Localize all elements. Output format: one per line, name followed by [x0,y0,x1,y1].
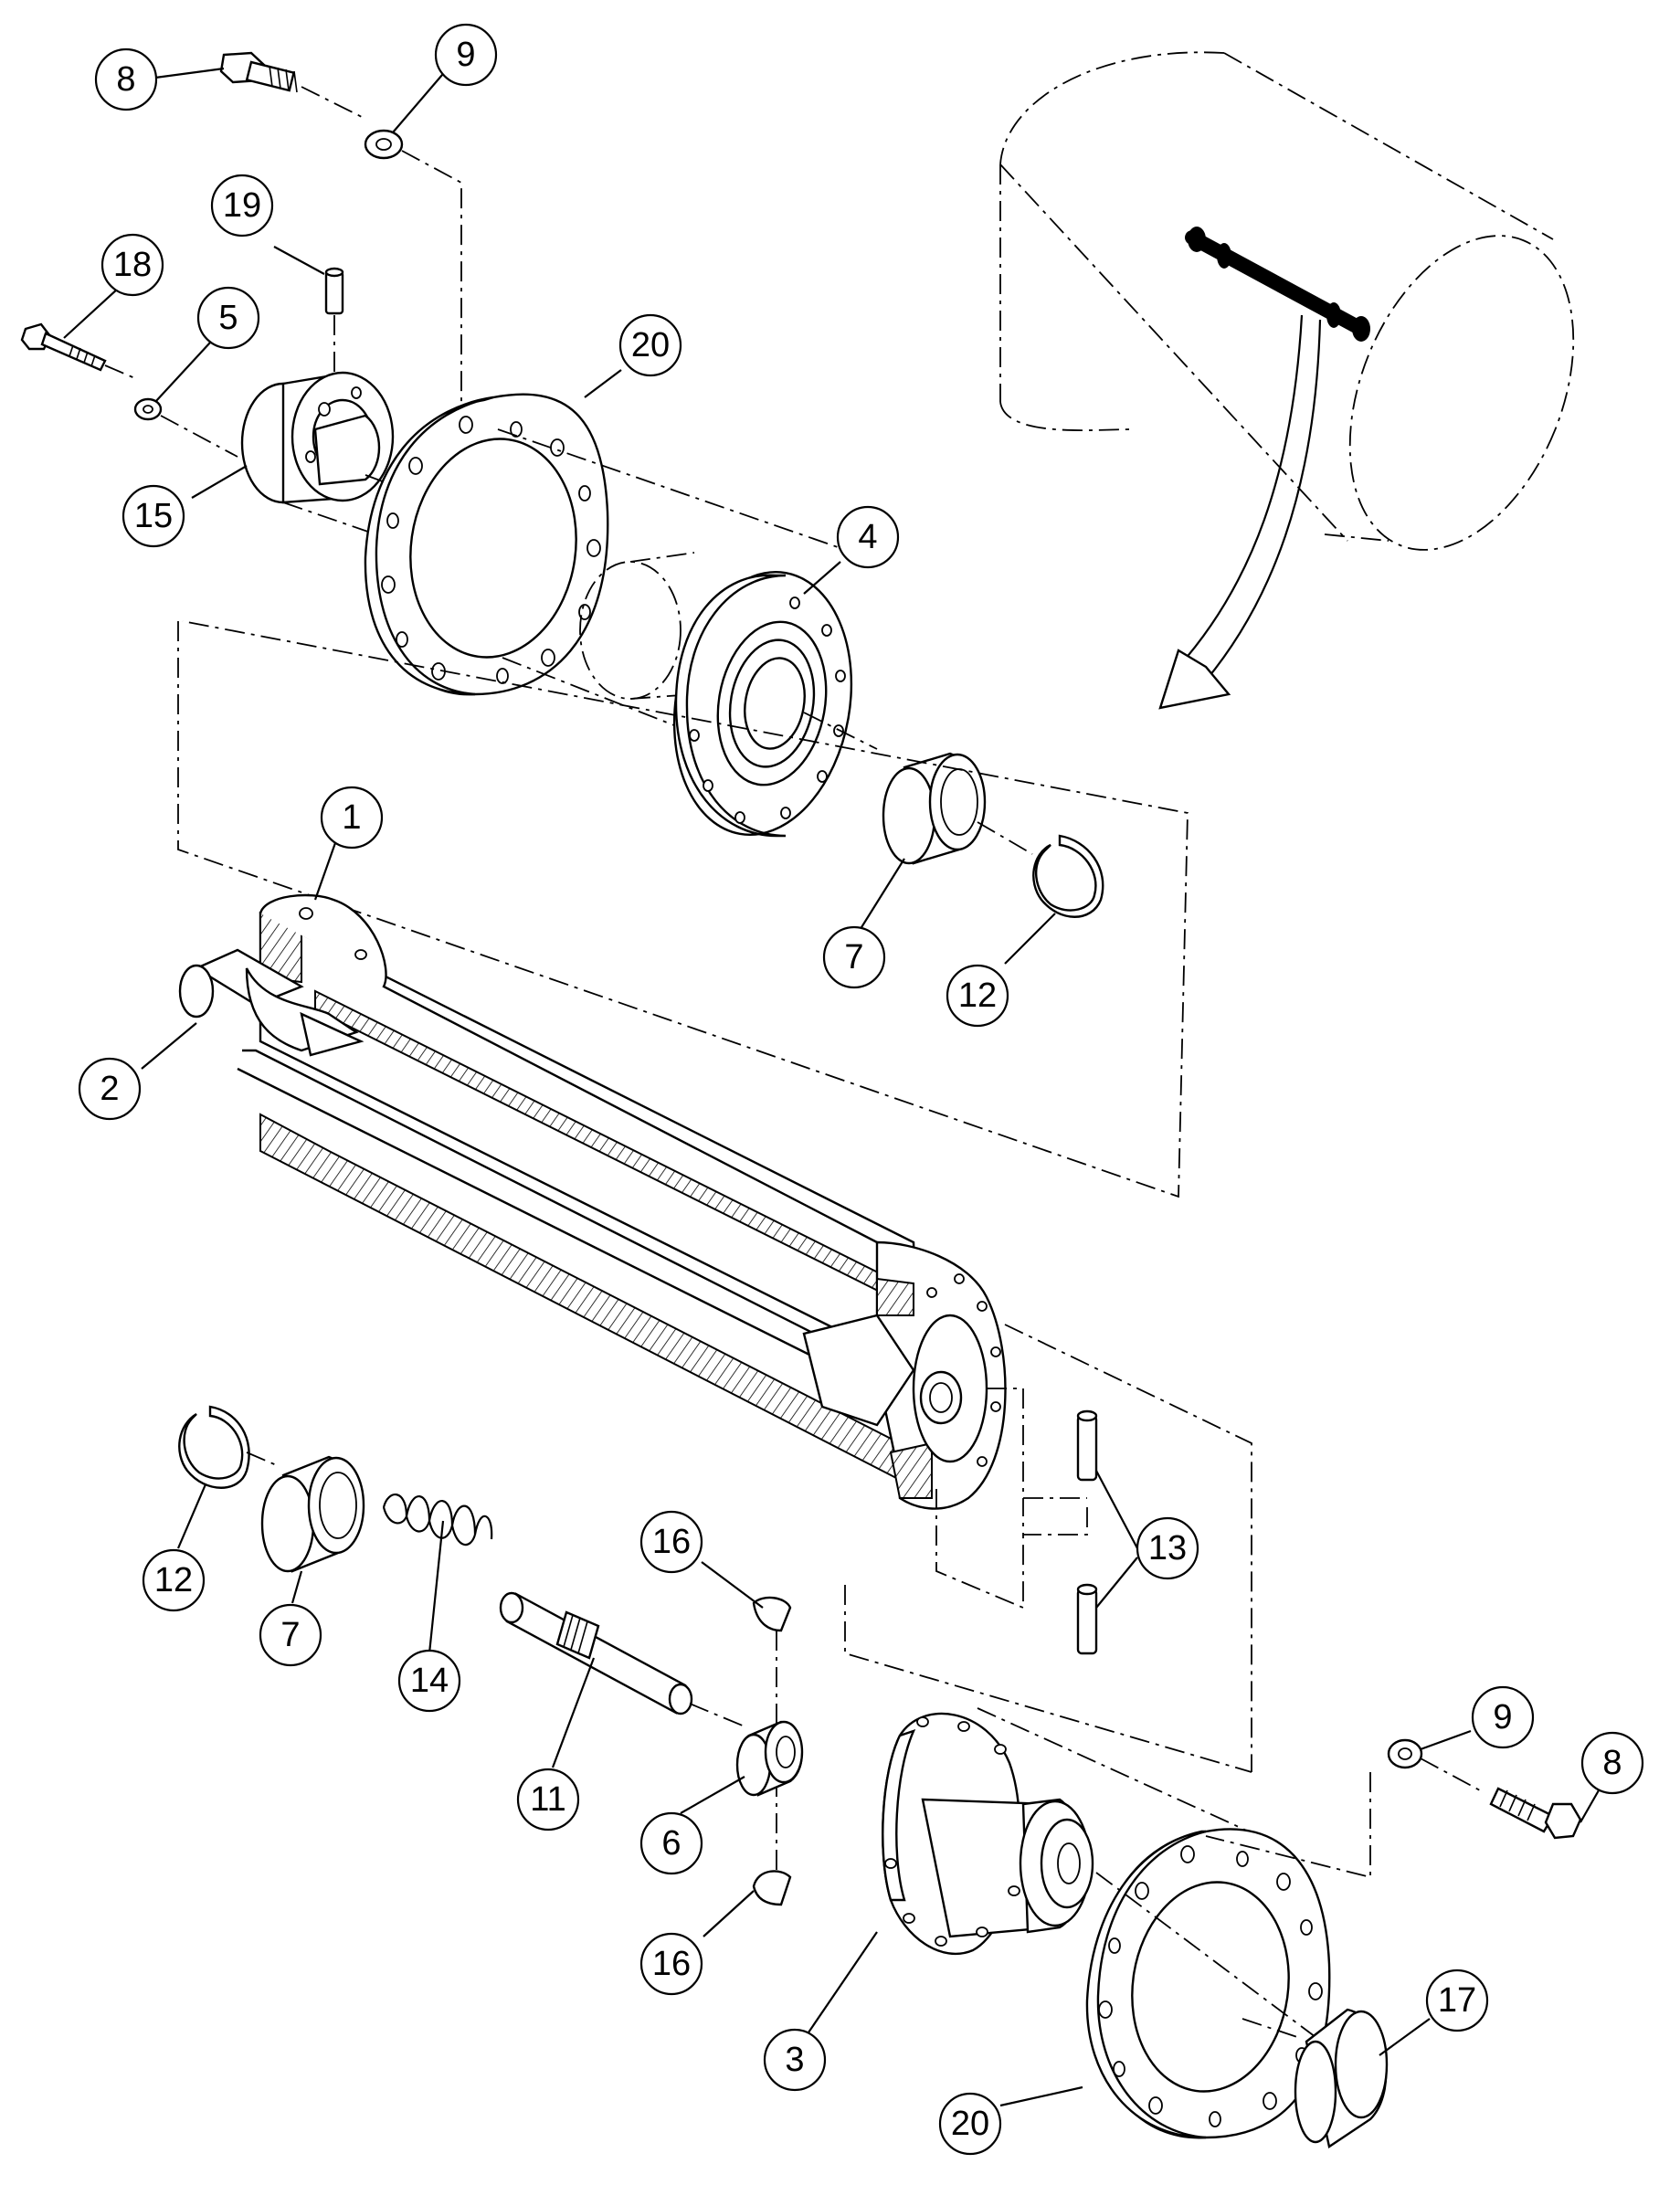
callout-18: 18 [100,233,164,297]
callout-16-bottom: 16 [639,1932,703,1996]
callout-label: 19 [223,186,261,225]
callout-label: 1 [342,798,361,837]
part-7-bearing-top [882,752,987,865]
callout-14: 14 [397,1649,461,1713]
drum-assembly [999,51,1575,710]
callout-2: 2 [78,1057,142,1121]
callout-label: 9 [456,36,475,74]
callout-17: 17 [1425,1969,1489,2032]
part-20-flange-ring-top [364,393,609,696]
callout-label: 2 [100,1070,119,1108]
callout-3: 3 [763,2028,827,2092]
callout-1: 1 [320,786,384,850]
callout-label: 8 [1602,1744,1622,1782]
part-14-spring [382,1493,493,1546]
part-13-pin-lower [1076,1583,1098,1655]
callout-label: 4 [858,518,877,556]
callout-7-top: 7 [822,925,886,989]
part-20-flange-ring-bottom [1085,1828,1331,2139]
callout-label: 7 [844,938,863,976]
part-9-washer-top [364,129,404,160]
part-6-bushing [735,1720,804,1797]
callout-label: 7 [280,1616,300,1654]
part-15-collar [240,371,395,504]
callout-label: 3 [785,2041,804,2079]
leader-lines [63,67,1600,2107]
callout-label: 16 [652,1945,691,1983]
callout-label: 12 [958,976,997,1015]
part-16-key-top [752,1596,792,1632]
callout-label: 20 [951,2105,989,2143]
callout-7-bottom: 7 [259,1603,322,1667]
callout-label: 11 [530,1780,565,1819]
part-12-snap-ring-bottom [178,1405,250,1489]
part-7-bearing-bottom [260,1455,365,1573]
callout-label: 17 [1438,1981,1476,2020]
part-5-washer [133,397,163,421]
callout-15: 15 [122,484,185,548]
part-17-cap [1294,2008,1389,2148]
part-19-pin [324,267,344,315]
part-8-bolt-top [219,51,298,93]
callout-label: 14 [410,1662,449,1700]
callout-6: 6 [639,1811,703,1875]
callout-8-top: 8 [94,48,158,111]
callout-4: 4 [836,505,900,569]
callout-label: 15 [134,497,173,535]
callout-12-bottom: 12 [142,1548,206,1612]
part-18-bolt [20,322,107,372]
part-4-bearing-flange [672,571,853,838]
callout-label: 16 [652,1523,691,1561]
callout-19: 19 [210,174,274,238]
part-1-housing-tube [237,893,1007,1510]
callout-label: 18 [113,246,152,284]
part-16-key-bottom [752,1870,792,1906]
callout-8-bottom: 8 [1580,1731,1644,1795]
part-11-shaft [499,1591,693,1715]
callout-13: 13 [1136,1516,1199,1580]
callout-label: 12 [154,1561,193,1599]
callout-9-top: 9 [434,23,498,87]
part-3-spindle [882,1712,1094,1956]
callout-label: 8 [116,60,135,99]
callout-11: 11 [516,1768,580,1831]
callout-12-top: 12 [946,964,1009,1028]
callout-label: 6 [661,1824,681,1863]
callout-16-top: 16 [639,1510,703,1574]
callout-5: 5 [196,286,260,350]
callout-label: 20 [631,326,670,364]
part-12-snap-ring-top [1032,834,1104,918]
part-8-bolt-bottom [1489,1787,1582,1840]
callout-label: 13 [1148,1529,1187,1568]
callout-label: 5 [218,299,238,337]
part-13-pin-upper [1076,1409,1098,1482]
callout-label: 9 [1493,1698,1512,1736]
part-2-inner-shaft [178,948,365,1057]
callout-9-bottom: 9 [1471,1685,1535,1749]
callout-20-top: 20 [618,313,682,377]
callout-20-bottom: 20 [938,2092,1002,2156]
part-9-washer-bottom [1387,1738,1423,1769]
